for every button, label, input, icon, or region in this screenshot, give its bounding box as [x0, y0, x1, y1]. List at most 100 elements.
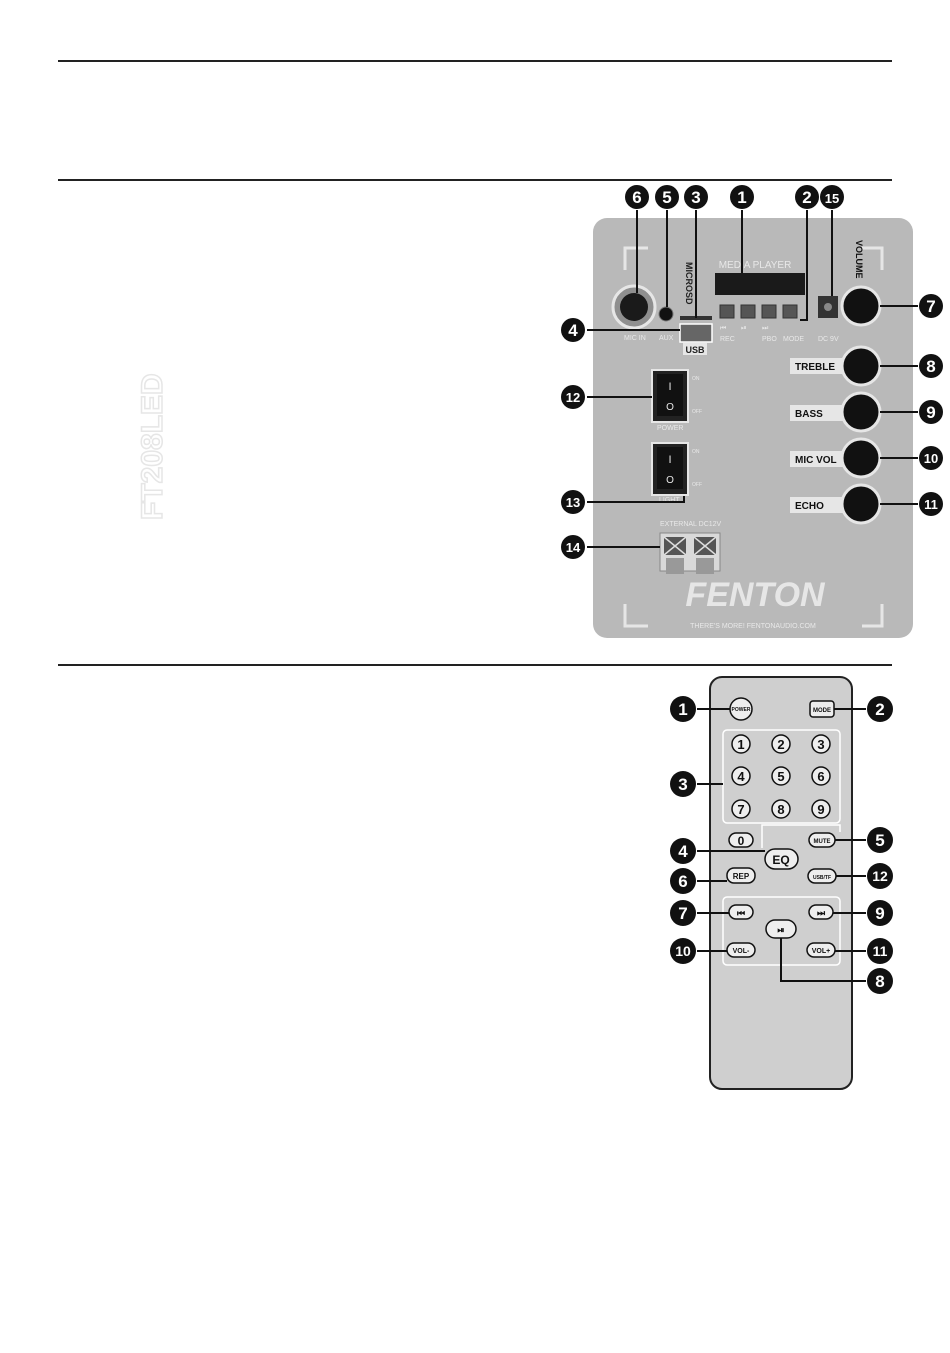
svg-text:2: 2 [777, 737, 784, 752]
echo-knob[interactable] [840, 483, 882, 525]
svg-text:9: 9 [875, 904, 884, 923]
mic-vol-knob[interactable] [840, 437, 882, 479]
remote-rep-label: REP [733, 872, 750, 881]
remote-callout-9 [867, 900, 893, 926]
power-off-label: OFF [692, 409, 702, 415]
panel-callout-9 [919, 400, 943, 424]
svg-text:3: 3 [678, 775, 687, 794]
remote-number-block [722, 729, 841, 824]
power-on-label: ON [692, 376, 700, 382]
digit-button-4[interactable] [731, 766, 751, 786]
digit-button-9[interactable] [811, 799, 831, 819]
prev-icon: ⏮ [720, 325, 726, 332]
digit-button-0[interactable] [728, 832, 754, 848]
power-rocker [657, 374, 683, 416]
panel-callout-3 [684, 185, 708, 209]
remote-callout-11 [867, 938, 893, 964]
svg-text:0: 0 [738, 834, 745, 848]
svg-text:6: 6 [817, 769, 824, 784]
digit-button-2[interactable] [771, 734, 791, 754]
treble-label-box [790, 358, 848, 374]
panel-callout-7 [919, 294, 943, 318]
remote-callout-5 [867, 827, 893, 853]
media-player-title: MEDIA PLAYER [719, 260, 792, 271]
remote-callout-6 [670, 868, 696, 894]
svg-text:10: 10 [924, 451, 938, 466]
remote-eq-button[interactable] [764, 848, 799, 870]
remote-callout-1 [670, 696, 696, 722]
panel-callout-2 [795, 185, 819, 209]
terminal-left-base [666, 558, 684, 574]
remote-section-rule [58, 664, 892, 666]
svg-text:2: 2 [875, 700, 884, 719]
brand-url: THERE'S MORE! FENTONAUDIO.COM [690, 623, 816, 630]
svg-text:9: 9 [926, 403, 935, 422]
svg-text:5: 5 [875, 831, 884, 850]
digit-button-5[interactable] [771, 766, 791, 786]
media-button-prev[interactable] [719, 304, 735, 319]
remote-next-icon: ⏭ [817, 908, 826, 918]
corner-bracket-tl [623, 246, 648, 270]
svg-text:7: 7 [678, 904, 687, 923]
svg-text:6: 6 [678, 872, 687, 891]
light-on-label: ON [692, 449, 700, 455]
mode-label: MODE [783, 336, 804, 343]
remote-callout-12 [867, 863, 893, 889]
remote-callout-3 [670, 771, 696, 797]
power-off-glyph: O [666, 402, 674, 413]
svg-text:1: 1 [737, 188, 746, 207]
svg-text:8: 8 [875, 972, 884, 991]
digit-button-7[interactable] [731, 799, 751, 819]
bass-label: BASS [795, 409, 823, 420]
svg-text:10: 10 [675, 943, 691, 959]
light-off-glyph: O [666, 475, 674, 486]
usb-port[interactable] [679, 323, 713, 343]
terminal-clips [663, 536, 717, 556]
aux-jack[interactable] [658, 306, 674, 322]
corner-bracket-br [862, 604, 884, 628]
next-icon: ⏭ [762, 325, 769, 332]
panel-callouts: 6 5 3 1 2 15 7 8 9 10 11 4 12 13 14 [561, 185, 943, 559]
remote-vol-plus-label: VOL+ [812, 948, 830, 955]
media-button-play[interactable] [740, 304, 756, 319]
usb-label-box [683, 343, 707, 355]
mic-in-socket [620, 293, 648, 321]
svg-text:8: 8 [777, 802, 784, 817]
bass-label-box [790, 405, 848, 421]
svg-text:11: 11 [924, 497, 938, 512]
remote-rep-button[interactable] [726, 867, 756, 884]
svg-text:13: 13 [566, 495, 580, 510]
volume-knob[interactable] [840, 285, 882, 327]
media-button-next[interactable] [761, 304, 777, 319]
bass-knob[interactable] [840, 391, 882, 433]
treble-label: TREBLE [795, 362, 835, 373]
eq-outline [761, 824, 841, 848]
digit-button-3[interactable] [811, 734, 831, 754]
pbo-label: PBO [762, 336, 777, 343]
remote-play-pause-icon: ⏯ [777, 925, 784, 935]
remote-callout-4 [670, 838, 696, 864]
remote-usbtf-label: USB/TF [813, 875, 831, 881]
brand-logo: FENTON [685, 576, 826, 614]
microsd-label: MICROSD [684, 262, 694, 305]
mic-vol-label: MIC VOL [795, 455, 837, 466]
external-dc-label: EXTERNAL DC12V [660, 521, 722, 528]
remote-vol-minus-label: VOL- [733, 948, 750, 955]
echo-label-box [790, 497, 848, 513]
digit-button-6[interactable] [811, 766, 831, 786]
svg-text:5: 5 [777, 769, 784, 784]
remote-callouts: 1 2 3 4 5 6 12 7 9 10 11 8 [670, 696, 893, 994]
digit-button-1[interactable] [731, 734, 751, 754]
svg-text:2: 2 [802, 188, 811, 207]
remote-callout-8 [867, 968, 893, 994]
remote-callout-2 [867, 696, 893, 722]
svg-text:4: 4 [737, 769, 745, 784]
digit-button-8[interactable] [771, 799, 791, 819]
svg-text:7: 7 [737, 802, 744, 817]
treble-knob[interactable] [840, 345, 882, 387]
echo-label: ECHO [795, 501, 824, 512]
media-button-mode[interactable] [782, 304, 798, 319]
panel-callout-13 [561, 490, 585, 514]
remote-digit-pad: 1 2 3 4 5 6 7 8 9 0 [728, 734, 831, 848]
